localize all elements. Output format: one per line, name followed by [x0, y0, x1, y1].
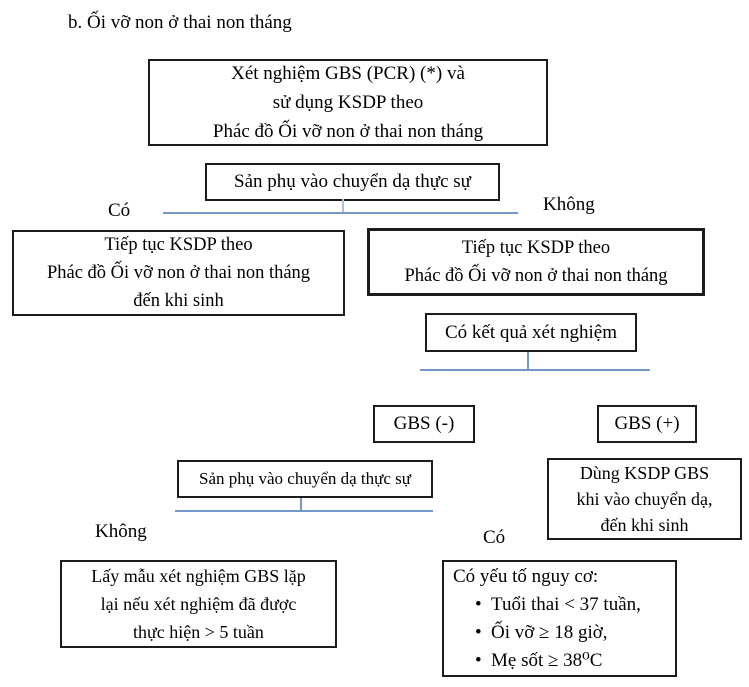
node-gbs-test-line2: sử dụng KSDP theo [272, 92, 424, 113]
node-use-ksdp-gbs: Dùng KSDP GBS khi vào chuyển dạ, đến khi… [547, 458, 742, 540]
node-gbs-test: Xét nghiệm GBS (PCR) (*) và sử dụng KSDP… [148, 59, 548, 146]
node-gbs-test-line1: Xét nghiệm GBS (PCR) (*) và [231, 63, 465, 84]
connector2-vertical-line [527, 352, 529, 370]
node-true-labor-2-text: Sản phụ vào chuyển dạ thực sự [199, 469, 411, 488]
connector1-vertical-line [342, 199, 344, 213]
edge-label-yes-top: Có [108, 200, 131, 221]
risk-factor-item: • Mẹ sốt ≥ 38⁰C [453, 647, 602, 675]
risk-factors-title: Có yếu tố nguy cơ: [453, 565, 599, 587]
node-continue-left-line1: Tiếp tục KSDP theo [104, 235, 253, 255]
edge-label-no-bottom: Không [95, 521, 147, 542]
node-test-result: Có kết quả xét nghiệm [425, 313, 637, 352]
node-gbs-negative-text: GBS (-) [393, 413, 455, 434]
node-true-labor-1: Sản phụ vào chuyển dạ thực sự [205, 163, 500, 201]
node-continue-left-line2: Phác đồ Ối vỡ non ở thai non tháng [46, 263, 311, 283]
node-use-ksdp-line3: đến khi sinh [600, 515, 689, 535]
node-resample-line1: Lấy mẫu xét nghiệm GBS lặp [91, 566, 306, 586]
connector1-horizontal-line [163, 212, 518, 214]
connector2-horizontal-line [420, 369, 650, 371]
node-test-result-text: Có kết quả xét nghiệm [444, 321, 618, 343]
node-gbs-positive: GBS (+) [597, 405, 697, 443]
bullet-icon: • [475, 621, 482, 643]
node-resample-line3: thực hiện > 5 tuần [133, 622, 264, 642]
section-heading: b. Ối vỡ non ở thai non tháng [68, 12, 292, 33]
node-gbs-test-line3: Phác đồ Ối vỡ non ở thai non tháng [212, 121, 484, 142]
node-continue-left-line3: đến khi sinh [133, 291, 224, 311]
edge-label-yes-bottom: Có [483, 527, 506, 548]
node-continue-right-line2: Phác đồ Ối vỡ non ở thai non tháng [404, 266, 668, 286]
node-use-ksdp-line2: khi vào chuyển dạ, [576, 489, 713, 509]
node-continue-right-line1: Tiếp tục KSDP theo [461, 238, 611, 258]
node-continue-ksdp-until-birth: Tiếp tục KSDP theo Phác đồ Ối vỡ non ở t… [12, 230, 345, 316]
node-risk-factors: Có yếu tố nguy cơ: • Tuổi thai < 37 tuần… [442, 560, 677, 677]
node-true-labor-1-text: Sản phụ vào chuyển dạ thực sự [234, 171, 471, 192]
risk-factor-2: Ối vỡ ≥ 18 giờ, [491, 621, 608, 643]
risk-factor-1: Tuổi thai < 37 tuần, [491, 593, 641, 615]
connector3-vertical-line [300, 498, 302, 511]
risk-factor-3: Mẹ sốt ≥ 38⁰C [491, 649, 603, 671]
bullet-icon: • [475, 649, 482, 671]
node-true-labor-2: Sản phụ vào chuyển dạ thực sự [177, 460, 433, 498]
connector3-horizontal-line [175, 510, 433, 512]
node-resample-line2: lại nếu xét nghiệm đã được [100, 594, 297, 614]
node-use-ksdp-line1: Dùng KSDP GBS [579, 463, 710, 483]
node-continue-ksdp: Tiếp tục KSDP theo Phác đồ Ối vỡ non ở t… [367, 228, 705, 296]
risk-factor-item: • Ối vỡ ≥ 18 giờ, [453, 619, 608, 647]
bullet-icon: • [475, 593, 482, 615]
node-gbs-positive-text: GBS (+) [614, 413, 680, 434]
node-resample-gbs: Lấy mẫu xét nghiệm GBS lặp lại nếu xét n… [60, 560, 337, 648]
edge-label-no-top: Không [543, 194, 595, 215]
node-gbs-negative: GBS (-) [373, 405, 475, 443]
risk-factor-item: • Tuổi thai < 37 tuần, [453, 591, 641, 619]
